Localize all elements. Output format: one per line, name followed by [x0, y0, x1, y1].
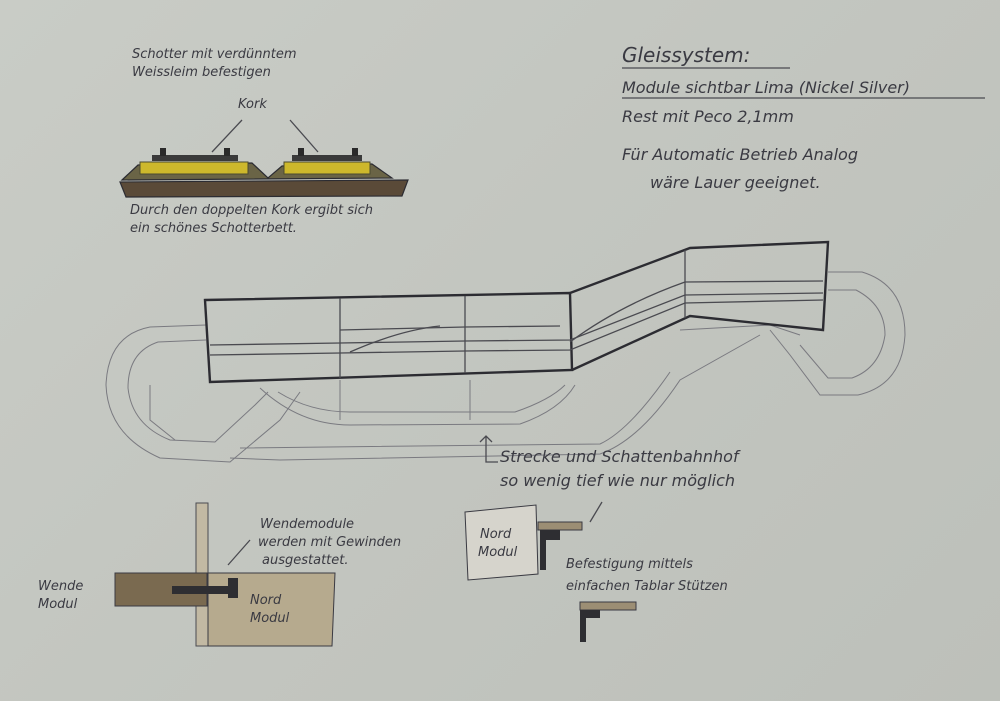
- cork-pointer-1: [211, 119, 243, 153]
- up-arrow-icon: [479, 435, 498, 463]
- return-track-inner: [239, 371, 671, 449]
- rail-icon: [352, 148, 358, 156]
- left-loop-inner: [127, 339, 269, 443]
- layout-note: Strecke und Schattenbahnhof so wenig tie…: [479, 435, 741, 490]
- wende-label-2: Modul: [38, 597, 78, 612]
- notes-line-2: Rest mit Peco 2,1mm: [622, 107, 794, 126]
- rail-icon: [160, 148, 166, 156]
- visible-modules-right: [569, 240, 830, 372]
- hidden-track-2: [277, 384, 566, 413]
- detail-shelf-bracket: Nord Modul Befestigung mittels einfachen…: [464, 501, 728, 642]
- nord-box-label-1: Nord: [480, 527, 512, 542]
- bolt-icon: [228, 578, 238, 598]
- right-loop-inner: [799, 289, 886, 379]
- bracket-note-2: einfachen Tablar Stützen: [566, 579, 728, 594]
- sleeper-right: [292, 155, 362, 161]
- return-track: [229, 334, 761, 461]
- base-board: [119, 179, 409, 198]
- bracket-note-1: Befestigung mittels: [566, 557, 693, 572]
- rail-icon: [224, 148, 230, 156]
- notes-line-1: Module sichtbar Lima (Nickel Silver): [622, 78, 910, 97]
- thread-note-2: werden mit Gewinden: [258, 535, 401, 550]
- thread-note-1: Wendemodule: [260, 517, 354, 532]
- bracket-icon: [580, 610, 600, 642]
- turnout-track: [349, 325, 441, 353]
- nord-label-1: Nord: [250, 593, 282, 608]
- nord-label-2: Modul: [250, 611, 290, 626]
- hidden-track-1: [259, 384, 576, 426]
- nord-module-box: [464, 504, 539, 581]
- bracket-pointer: [589, 501, 603, 523]
- track-plan: [105, 240, 906, 463]
- title-notes: Gleissystem: Module sichtbar Lima (Nicke…: [622, 43, 985, 192]
- layout-note-2: so wenig tief wie nur möglich: [500, 471, 735, 490]
- notes-title: Gleissystem:: [622, 43, 750, 67]
- notes-line-3: Für Automatic Betrieb Analog: [622, 145, 858, 164]
- cs-bottom-note-1: Durch den doppelten Kork ergibt sich: [130, 203, 373, 218]
- cs-bottom-note-2: ein schönes Schotterbett.: [130, 221, 297, 236]
- layout-note-1: Strecke und Schattenbahnhof: [500, 447, 741, 466]
- nord-board: [207, 572, 336, 647]
- sleeper-left: [152, 155, 238, 161]
- left-loop-guide: [149, 385, 176, 441]
- threaded-rod-icon: [172, 586, 234, 594]
- nord-box-label-2: Modul: [478, 545, 518, 560]
- cork-layer-left: [139, 161, 249, 175]
- shelf-board: [537, 521, 583, 531]
- wende-label-1: Wende: [38, 579, 83, 594]
- bracket-icon: [540, 530, 560, 570]
- thread-pointer: [227, 539, 251, 566]
- upper-track: [569, 280, 824, 343]
- cork-label: Kork: [238, 97, 267, 112]
- cs-top-note-1: Schotter mit verdünntem: [132, 47, 297, 62]
- main-track-1: [209, 292, 824, 346]
- right-loop-outer: [769, 271, 906, 396]
- cs-top-note-2: Weissleim befestigen: [132, 65, 271, 80]
- ballast-cross-section: Schotter mit verdünntem Weissleim befest…: [119, 47, 409, 236]
- cork-pointer-2: [289, 119, 319, 153]
- shelf-board-2: [579, 601, 637, 611]
- cork-layer-right: [283, 161, 371, 175]
- left-loop-outer: [105, 324, 301, 463]
- thread-note-3: ausgestattet.: [262, 553, 349, 568]
- siding-track: [339, 325, 561, 331]
- notes-line-4: wäre Lauer geeignet.: [650, 173, 821, 192]
- detail-wende-joint: Wendemodule werden mit Gewinden ausgesta…: [38, 502, 401, 647]
- rail-icon: [298, 148, 304, 156]
- main-track-2: [209, 299, 824, 356]
